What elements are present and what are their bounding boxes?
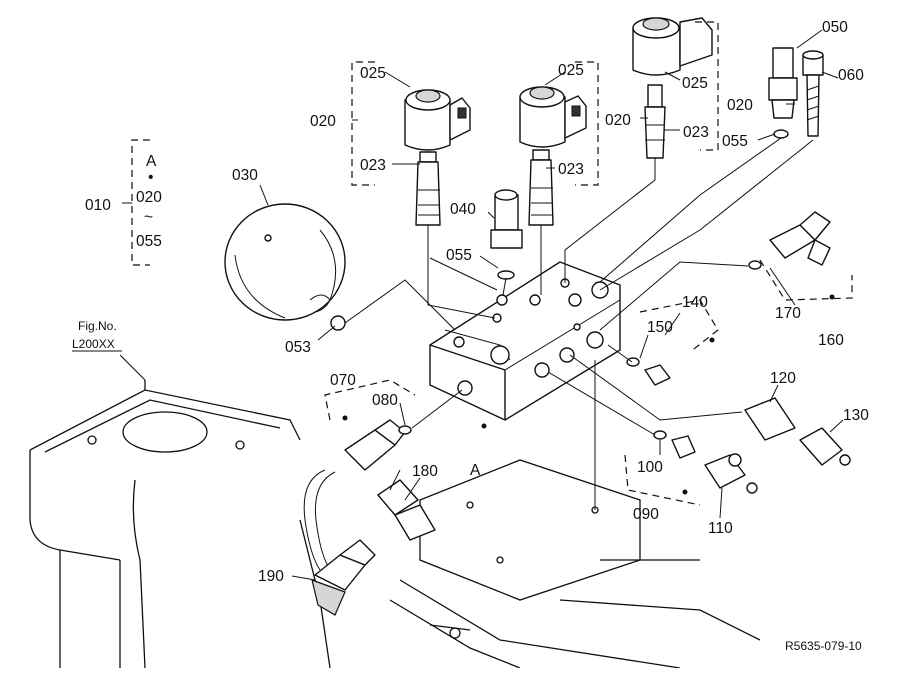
bolt-060 bbox=[802, 50, 824, 137]
tractor-frame bbox=[29, 380, 761, 669]
label-170: 170 bbox=[775, 305, 801, 322]
fig-ref-line1: Fig.No. bbox=[78, 319, 117, 333]
label-055-top: 055 bbox=[722, 133, 748, 150]
sensor-020 bbox=[768, 47, 798, 139]
solenoid-mid bbox=[519, 86, 587, 226]
label-070: 070 bbox=[330, 372, 356, 389]
label-150: 150 bbox=[647, 319, 673, 336]
label-190: 190 bbox=[258, 568, 284, 585]
valve-180 bbox=[377, 479, 436, 541]
elbow-070 bbox=[344, 419, 412, 471]
label-025-mid: 025 bbox=[558, 62, 584, 79]
assembly-last: 055 bbox=[136, 233, 162, 250]
label-023-right: 023 bbox=[683, 124, 709, 141]
label-080: 080 bbox=[372, 392, 398, 409]
assembly-number: 010 bbox=[85, 197, 111, 214]
assembly-first: 020 bbox=[136, 189, 162, 206]
diagram-code: R5635-079-10 bbox=[785, 639, 862, 653]
adapter-150 bbox=[626, 357, 671, 386]
solenoid-right bbox=[632, 17, 713, 159]
assembly-tilde: ~ bbox=[144, 209, 153, 226]
tee-110 bbox=[704, 453, 758, 494]
label-020-sensor: 020 bbox=[727, 97, 753, 114]
group-brackets bbox=[131, 21, 853, 506]
label-023-mid: 023 bbox=[558, 161, 584, 178]
fig-ref-leader bbox=[119, 354, 146, 381]
label-025-right: 025 bbox=[682, 75, 708, 92]
label-023-left: 023 bbox=[360, 157, 386, 174]
fitting-130 bbox=[799, 427, 851, 466]
label-040: 040 bbox=[450, 201, 476, 218]
valve-block bbox=[429, 261, 621, 421]
point-a-label: A bbox=[470, 462, 481, 479]
label-090: 090 bbox=[633, 506, 659, 523]
label-030: 030 bbox=[232, 167, 258, 184]
label-130: 130 bbox=[843, 407, 869, 424]
solenoid-left bbox=[404, 89, 471, 226]
pressure-switch-040 bbox=[490, 189, 523, 280]
label-020-left: 020 bbox=[310, 113, 336, 130]
label-100: 100 bbox=[637, 459, 663, 476]
label-060: 060 bbox=[838, 67, 864, 84]
label-140: 140 bbox=[682, 294, 708, 311]
part-labels: 020 025 023 025 023 025 020 023 055 020 … bbox=[72, 19, 869, 653]
label-055-mid: 055 bbox=[446, 247, 472, 264]
fitting-160 bbox=[748, 211, 831, 270]
accumulator-030 bbox=[224, 203, 346, 331]
label-110: 110 bbox=[708, 520, 733, 537]
label-160: 160 bbox=[818, 332, 844, 349]
label-leaders bbox=[122, 29, 844, 581]
label-025-left: 025 bbox=[360, 65, 386, 82]
fig-ref-line2: L200XX bbox=[72, 337, 115, 351]
label-120: 120 bbox=[770, 370, 796, 387]
assembly-start: A bbox=[146, 153, 157, 170]
label-053: 053 bbox=[285, 339, 311, 356]
label-050: 050 bbox=[822, 19, 848, 36]
assembly-dot: • bbox=[148, 169, 153, 186]
group-dots bbox=[342, 294, 835, 495]
adapter-090 bbox=[653, 430, 696, 459]
valve-120 bbox=[744, 397, 796, 441]
coupler-190 bbox=[311, 539, 376, 616]
connection-lines bbox=[344, 137, 814, 510]
label-180: 180 bbox=[412, 463, 438, 480]
label-020-right: 020 bbox=[605, 112, 631, 129]
